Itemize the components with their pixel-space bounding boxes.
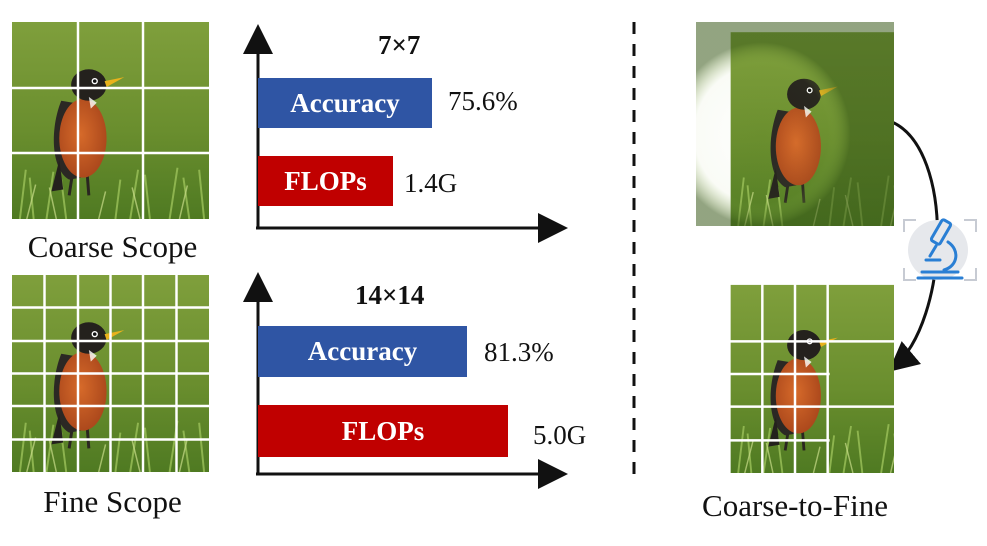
coarse-grid	[12, 22, 209, 219]
top-flops-value: 1.4G	[404, 168, 458, 198]
bottom-flops-label: FLOPs	[341, 415, 425, 446]
top-accuracy-bar: Accuracy	[258, 78, 432, 128]
coarse-scope-caption: Coarse Scope	[27, 229, 198, 264]
bottom-accuracy-bar: Accuracy	[258, 326, 467, 377]
adaptive-grid	[696, 275, 894, 473]
fine-scope-caption: Fine Scope	[43, 484, 182, 519]
top-flops-bar: FLOPs	[258, 156, 393, 206]
bottom-accuracy-value: 81.3%	[484, 337, 554, 367]
top-chart-title: 7×7	[378, 30, 421, 60]
fine-scope-image	[12, 275, 209, 472]
top-accuracy-value: 75.6%	[448, 86, 518, 116]
microscope-icon	[900, 210, 980, 290]
coarse-to-fine-image	[696, 275, 894, 473]
top-flops-label: FLOPs	[284, 165, 367, 196]
top-accuracy-label: Accuracy	[290, 87, 400, 118]
bottom-chart-title: 14×14	[355, 280, 425, 310]
bottom-flops-value: 5.0G	[533, 420, 587, 450]
coarse-focus-image	[696, 22, 894, 226]
coarse-to-fine-caption: Coarse-to-Fine	[702, 488, 888, 523]
coarse-scope-image	[12, 22, 209, 219]
bottom-accuracy-label: Accuracy	[307, 336, 418, 366]
bottom-flops-bar: FLOPs	[258, 405, 508, 457]
fine-grid	[12, 275, 209, 472]
